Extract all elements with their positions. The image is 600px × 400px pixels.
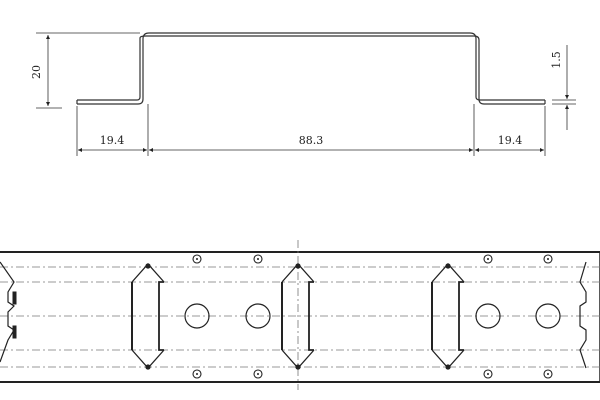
small-hole-center bbox=[547, 373, 549, 375]
small-hole-center bbox=[487, 258, 489, 260]
large-hole bbox=[245, 303, 271, 329]
small-hole-center bbox=[547, 258, 549, 260]
small-hole-center bbox=[257, 373, 259, 375]
small-hole-center bbox=[487, 373, 489, 375]
dim-left-flange: 19.4 bbox=[100, 134, 125, 147]
small-hole bbox=[543, 369, 553, 379]
small-hole-center bbox=[257, 258, 259, 260]
small-hole bbox=[253, 254, 263, 264]
small-hole-center bbox=[196, 258, 198, 260]
large-hole bbox=[184, 303, 210, 329]
large-hole bbox=[535, 303, 561, 329]
dim-thickness: 1.5 bbox=[550, 51, 563, 69]
profile-view bbox=[76, 32, 546, 105]
left-end-notches bbox=[0, 261, 15, 363]
small-hole bbox=[192, 369, 202, 379]
small-hole bbox=[253, 369, 263, 379]
right-end-notches bbox=[579, 261, 587, 369]
profile-inner bbox=[77, 35, 545, 105]
profile-outer bbox=[77, 32, 545, 105]
dim-height: 20 bbox=[30, 65, 43, 79]
small-hole bbox=[483, 254, 493, 264]
large-hole bbox=[475, 303, 501, 329]
dim-right-flange: 19.4 bbox=[498, 134, 523, 147]
tab-cutout bbox=[281, 263, 315, 370]
plan-view bbox=[0, 240, 600, 390]
small-hole bbox=[483, 369, 493, 379]
tab-cutout bbox=[131, 263, 165, 370]
small-hole-center bbox=[196, 373, 198, 375]
center-lines bbox=[0, 240, 600, 390]
small-hole bbox=[543, 254, 553, 264]
tab-cutout bbox=[431, 263, 465, 370]
dimension-lines bbox=[36, 32, 576, 156]
small-hole bbox=[192, 254, 202, 264]
dim-web-width: 88.3 bbox=[299, 134, 324, 147]
